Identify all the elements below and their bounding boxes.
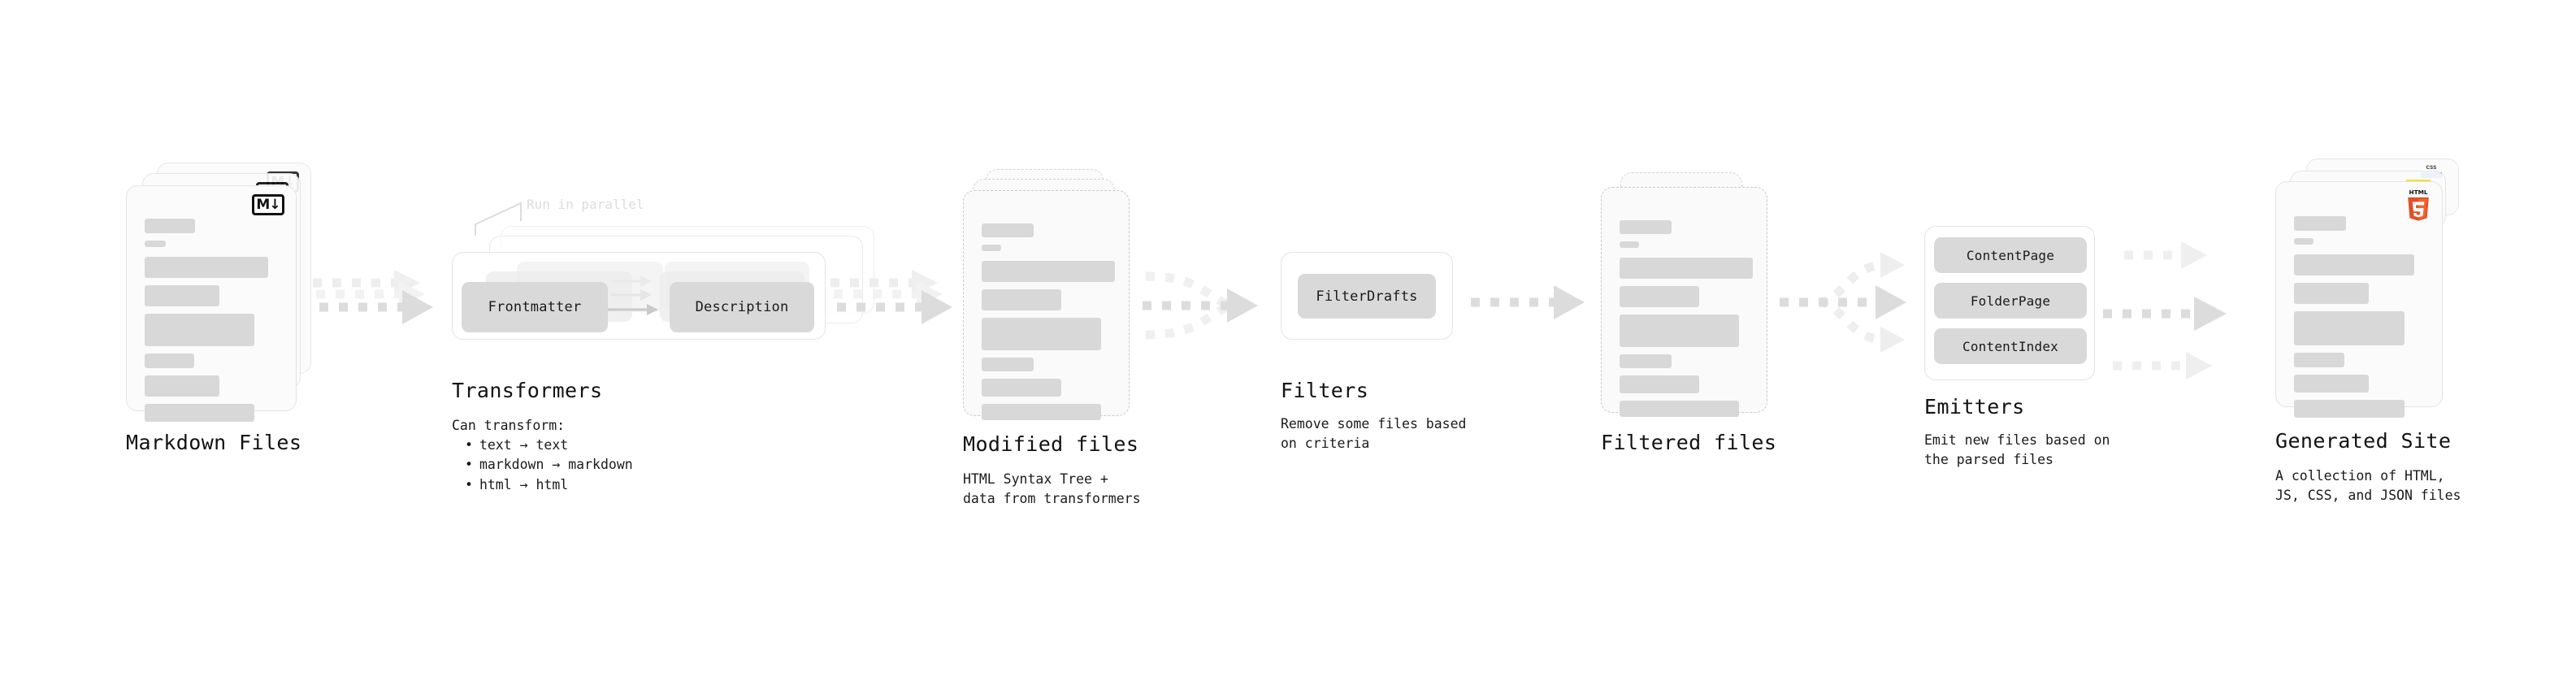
transformers-bullets: text → text markdown → markdown html → h… xyxy=(452,436,633,495)
emitters-description: Emit new files based on the parsed files xyxy=(1924,432,2110,468)
connector-filtered-to-emitters xyxy=(1780,237,1922,367)
svg-text:HTML: HTML xyxy=(2409,189,2428,196)
markdown-card-front: M↓ xyxy=(126,185,297,422)
markdown-icon: M↓ xyxy=(252,194,284,215)
filter-chip-filterdrafts[interactable]: FilterDrafts xyxy=(1298,274,1436,319)
connector-filters-to-filtered xyxy=(1469,284,1599,333)
filters-title: Filters xyxy=(1281,379,1369,402)
markdown-files-stack: M↓ M↓ M↓ xyxy=(126,163,313,422)
markdown-placeholder-lines xyxy=(145,219,281,429)
modified-files-stack xyxy=(963,169,1150,421)
markdown-files-title: Markdown Files xyxy=(126,431,302,454)
filtered-placeholder-lines xyxy=(1620,220,1753,424)
transformers-title: Transformers xyxy=(452,379,603,402)
emitter-chip-contentindex[interactable]: ContentIndex xyxy=(1934,328,2087,364)
connector-emitters-to-site xyxy=(2103,236,2249,380)
filtered-files-title: Filtered files xyxy=(1601,431,1777,454)
filtered-card-front xyxy=(1601,187,1767,417)
transformers-description: Can transform: xyxy=(452,418,566,433)
filtered-files-stack xyxy=(1601,172,1788,424)
transformer-chip-frontmatter[interactable]: Frontmatter xyxy=(462,282,608,332)
transformer-inner-arrows xyxy=(600,273,717,341)
generated-site-title: Generated Site xyxy=(2275,429,2452,453)
modified-card-front xyxy=(963,190,1130,420)
run-in-parallel-label: Run in parallel xyxy=(527,197,644,212)
connector-markdown-to-transformers xyxy=(313,268,439,349)
run-in-parallel-bracket xyxy=(474,192,539,237)
connector-modified-to-filters xyxy=(1138,262,1272,351)
generated-site-description: A collection of HTML, JS, CSS, and JSON … xyxy=(2275,468,2461,504)
transform-rule-item: markdown → markdown xyxy=(465,455,633,475)
emitters-title: Emitters xyxy=(1924,395,2025,419)
generated-card-front: HTML xyxy=(2275,181,2443,418)
filters-description: Remove some files based on criteria xyxy=(1281,416,1467,452)
transform-rule-item: html → html xyxy=(465,475,633,495)
emitter-chip-folderpage[interactable]: FolderPage xyxy=(1934,283,2087,319)
generated-site-stack: CSS HTML xyxy=(2275,158,2470,419)
modified-placeholder-lines xyxy=(982,223,1115,427)
html5-icon: HTML xyxy=(2405,188,2432,222)
modified-files-description: HTML Syntax Tree + data from transformer… xyxy=(963,471,1141,507)
connector-transformers-to-modified xyxy=(830,268,965,349)
emitter-chip-contentpage[interactable]: ContentPage xyxy=(1934,237,2087,273)
transform-rule-item: text → text xyxy=(465,436,633,455)
transformer-chip-description[interactable]: Description xyxy=(670,282,814,332)
generated-placeholder-lines xyxy=(2294,216,2427,425)
modified-files-title: Modified files xyxy=(963,432,1139,456)
